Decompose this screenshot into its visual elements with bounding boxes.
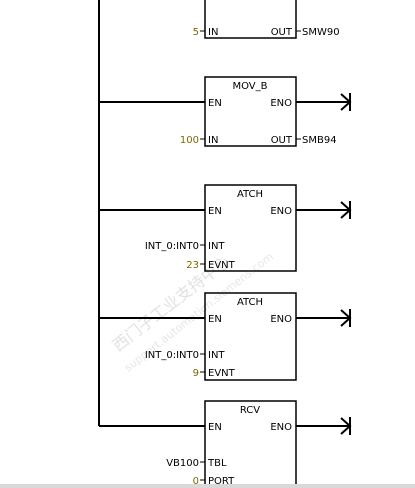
function-block-atch[interactable] — [204, 184, 297, 272]
pin-label-out: OUT — [271, 135, 293, 146]
function-block-top[interactable] — [204, 0, 297, 39]
pin-label-evnt: EVNT — [208, 368, 236, 379]
pin-label-port: PORT — [208, 476, 235, 487]
network-atch-1[interactable]: ATCH EN ENO INT_0:INT0 INT 23 EVNT — [99, 184, 352, 272]
block-title: ATCH — [237, 297, 263, 308]
pin-label-in: IN — [208, 135, 218, 146]
input-value-int: INT_0:INT0 — [145, 350, 199, 361]
input-value-tbl: VB100 — [166, 458, 199, 469]
output-arrow-icon — [340, 309, 352, 327]
input-value-port: 0 — [193, 476, 199, 487]
input-value-evnt: 9 — [193, 368, 199, 379]
pin-label-out: OUT — [271, 27, 293, 38]
pin-label-en: EN — [208, 206, 222, 217]
pin-label-eno: ENO — [270, 98, 292, 109]
pin-label-eno: ENO — [270, 206, 292, 217]
pin-label-evnt: EVNT — [208, 260, 236, 271]
function-block-atch[interactable] — [204, 292, 297, 381]
input-value-in: 5 — [193, 27, 199, 38]
pin-label-int: INT — [208, 241, 225, 252]
network-rcv[interactable]: RCV EN ENO VB100 TBL 0 PORT — [99, 400, 352, 488]
block-title: MOV_B — [232, 81, 267, 92]
input-value-in: 100 — [180, 135, 199, 146]
block-title: ATCH — [237, 189, 263, 200]
pin-label-int: INT — [208, 350, 225, 361]
input-value-evnt: 23 — [186, 260, 199, 271]
output-address-out: SMW90 — [302, 27, 340, 38]
bottom-edge — [0, 484, 415, 488]
function-block-rcv[interactable] — [204, 400, 297, 488]
network-atch-2[interactable]: ATCH EN ENO INT_0:INT0 INT 9 EVNT — [99, 292, 352, 381]
pin-label-tbl: TBL — [207, 458, 227, 469]
pin-label-eno: ENO — [270, 314, 292, 325]
function-block-movb[interactable] — [204, 76, 297, 147]
pin-label-en: EN — [208, 314, 222, 325]
pin-label-en: EN — [208, 98, 222, 109]
network-movb[interactable]: MOV_B EN ENO 100 IN OUT SMB94 — [99, 76, 352, 147]
output-arrow-icon — [340, 93, 352, 111]
pin-label-in: IN — [208, 27, 218, 38]
pin-label-eno: ENO — [270, 422, 292, 433]
pin-label-en: EN — [208, 422, 222, 433]
network-top[interactable]: 5 IN OUT SMW90 — [193, 0, 340, 39]
block-title: RCV — [240, 405, 260, 416]
input-value-int: INT_0:INT0 — [145, 241, 199, 252]
output-arrow-icon — [340, 417, 352, 435]
output-arrow-icon — [340, 201, 352, 219]
output-address-out: SMB94 — [302, 135, 337, 146]
